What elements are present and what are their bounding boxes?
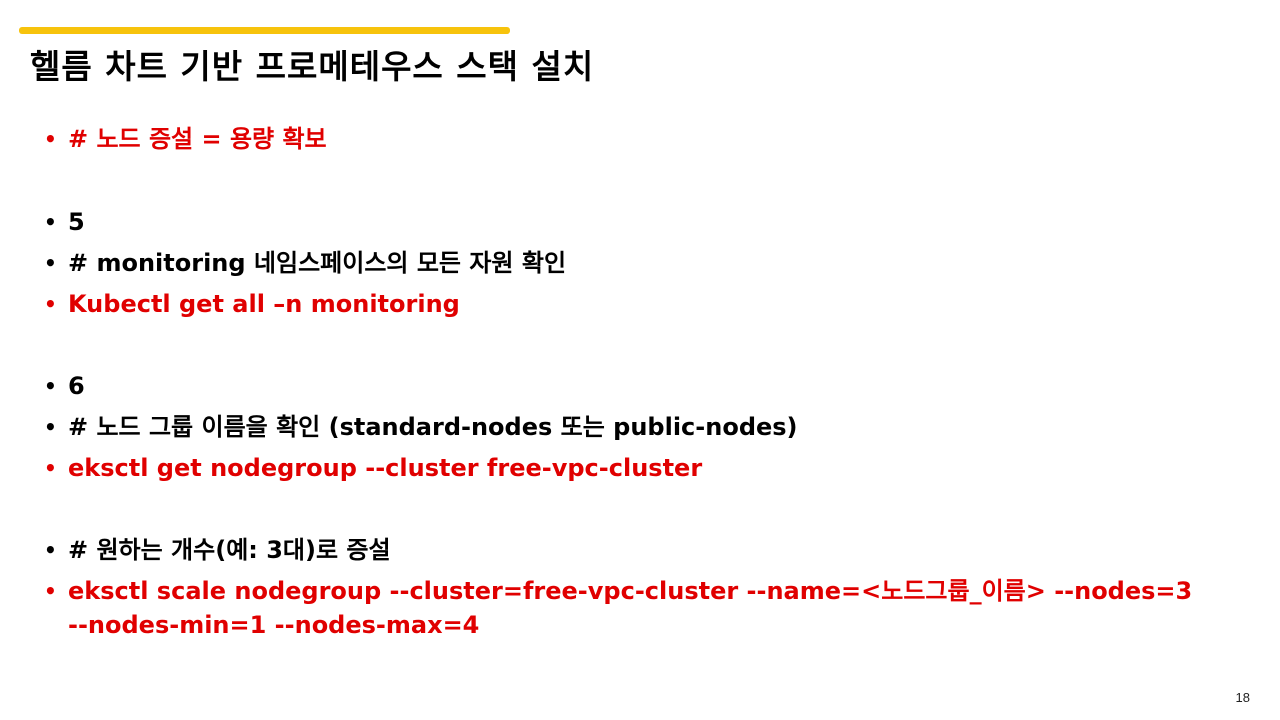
bullet-dot-icon: • <box>44 579 57 603</box>
title-accent-bar <box>19 27 510 34</box>
bullet-dot-icon: • <box>44 374 57 398</box>
slide-title: 헬름 차트 기반 프로메테우스 스택 설치 <box>30 47 595 86</box>
bullet-text: eksctl scale nodegroup --cluster=free-vp… <box>68 577 1193 605</box>
bullet-item: • # 노드 그룹 이름을 확인 (standard-nodes 또는 publ… <box>44 410 798 444</box>
bullet-item: • # 노드 증설 = 용량 확보 <box>44 122 327 156</box>
bullet-item: • 5 <box>44 205 85 239</box>
bullet-text: 5 <box>68 208 85 236</box>
bullet-text: 6 <box>68 372 85 400</box>
bullet-text: # 노드 증설 = 용량 확보 <box>68 125 327 153</box>
bullet-text: # 노드 그룹 이름을 확인 (standard-nodes 또는 public… <box>68 413 798 441</box>
bullet-item: • # 원하는 개수(예: 3대)로 증설 <box>44 533 391 567</box>
bullet-item: • 6 <box>44 369 85 403</box>
bullet-dot-icon: • <box>44 538 57 562</box>
page-number: 18 <box>1235 690 1250 705</box>
bullet-text: Kubectl get all –n monitoring <box>68 290 460 318</box>
bullet-text: eksctl get nodegroup --cluster free-vpc-… <box>68 454 703 482</box>
bullet-text-continuation: --nodes-min=1 --nodes-max=4 <box>68 611 480 639</box>
bullet-item: • Kubectl get all –n monitoring <box>44 287 460 321</box>
bullet-item: • # monitoring 네임스페이스의 모든 자원 확인 <box>44 246 566 280</box>
bullet-text: # 원하는 개수(예: 3대)로 증설 <box>68 536 391 564</box>
bullet-dot-icon: • <box>44 456 57 480</box>
bullet-text: # monitoring 네임스페이스의 모든 자원 확인 <box>68 249 567 277</box>
bullet-dot-icon: • <box>44 292 57 316</box>
bullet-dot-icon: • <box>44 251 57 275</box>
bullet-item: • eksctl scale nodegroup --cluster=free-… <box>44 574 1192 642</box>
bullet-dot-icon: • <box>44 415 57 439</box>
bullet-dot-icon: • <box>44 210 57 234</box>
bullet-dot-icon: • <box>44 127 57 151</box>
bullet-item: • eksctl get nodegroup --cluster free-vp… <box>44 451 702 485</box>
